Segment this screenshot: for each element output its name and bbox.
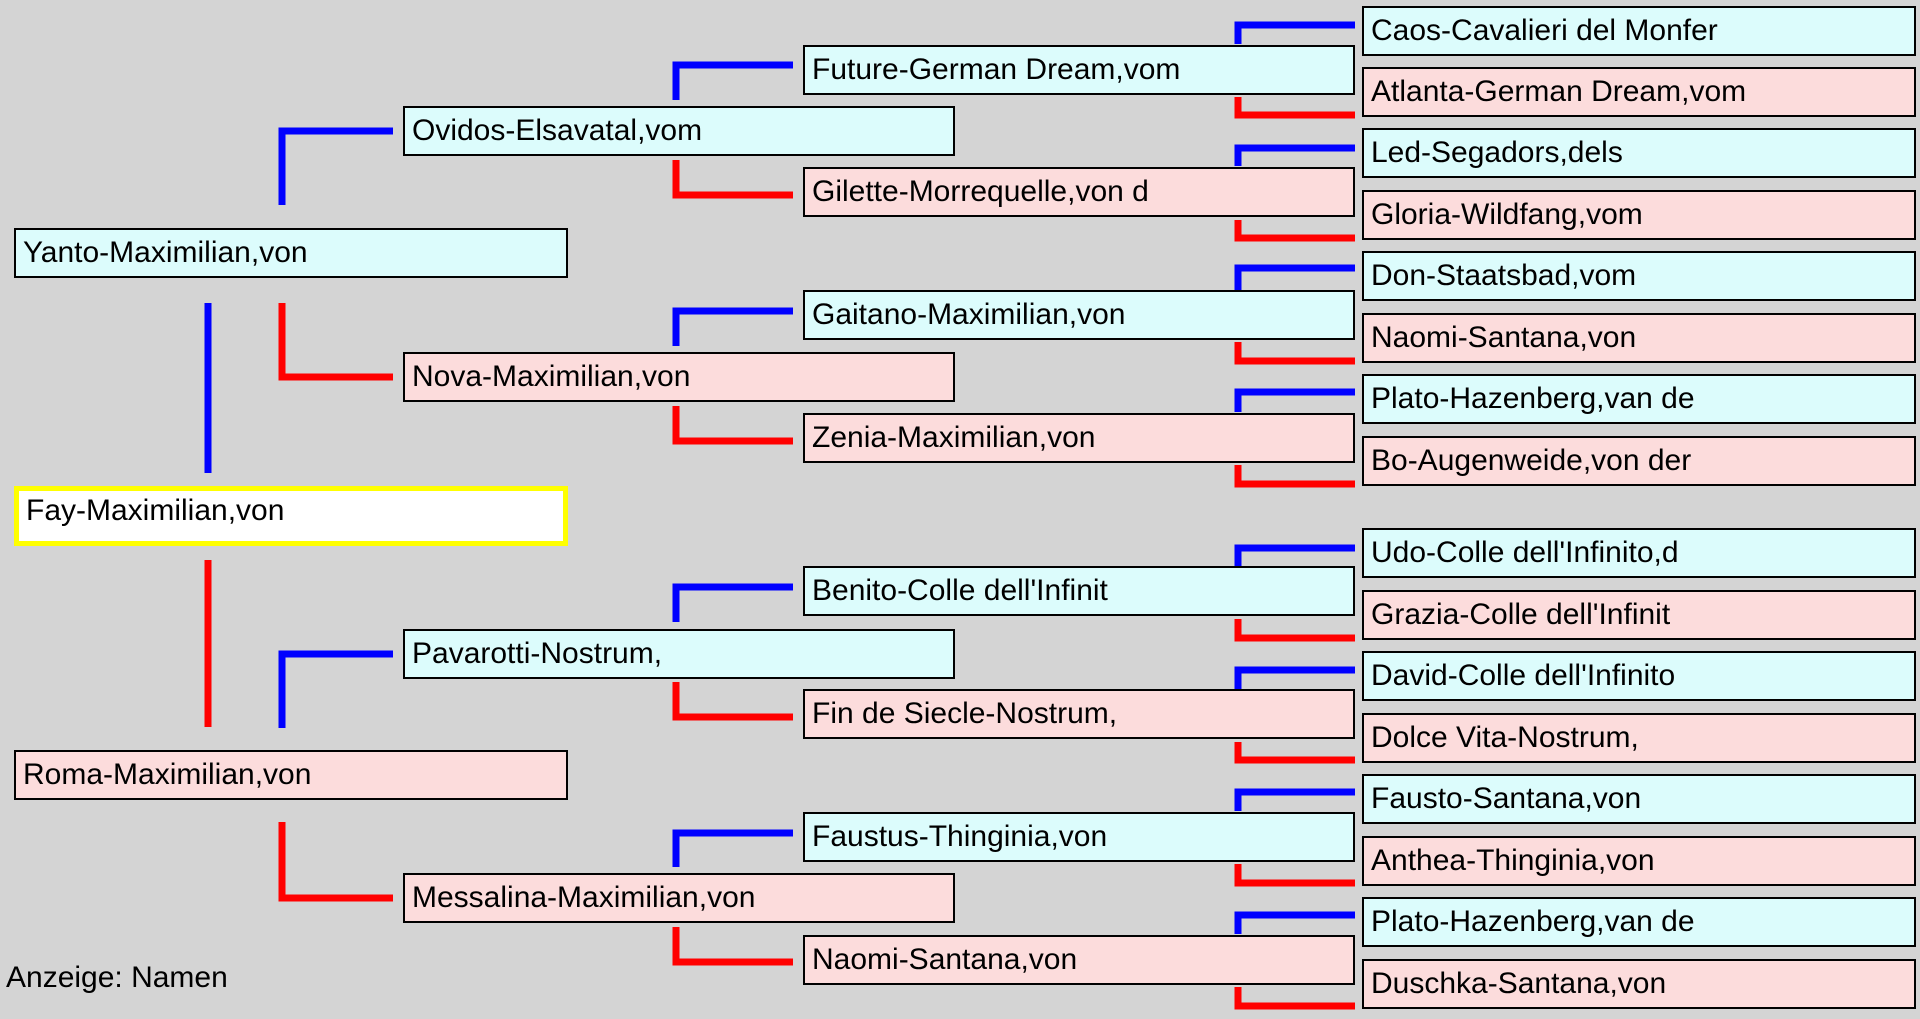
great-great-grandparent-box[interactable]: Caos-Cavalieri del Monfer xyxy=(1362,6,1916,56)
great-great-grandparent-box[interactable]: Naomi-Santana,von xyxy=(1362,313,1916,363)
connector-g3-8-dam xyxy=(1234,987,1355,1010)
connector-pavarotti-benito xyxy=(672,583,793,622)
grandparent-box[interactable]: Messalina-Maximilian,von xyxy=(403,873,955,923)
subject-dog-box[interactable]: Fay-Maximilian,von xyxy=(14,486,568,546)
great-great-grandparent-box[interactable]: Grazia-Colle dell'Infinit xyxy=(1362,590,1916,640)
connector-ovidos-gilette xyxy=(672,160,793,199)
great-grandparent-box[interactable]: Gaitano-Maximilian,von xyxy=(803,290,1355,340)
great-grandparent-box[interactable]: Naomi-Santana,von xyxy=(803,935,1355,985)
connector-yanto-nova xyxy=(278,303,393,381)
connector-yanto-ovidos xyxy=(278,127,393,205)
connector-roma-messalina xyxy=(278,822,393,902)
great-great-grandparent-box[interactable]: Gloria-Wildfang,vom xyxy=(1362,190,1916,240)
connector-g3-4-dam xyxy=(1234,465,1355,488)
dam-box[interactable]: Roma-Maximilian,von xyxy=(14,750,568,800)
grandparent-box[interactable]: Ovidos-Elsavatal,vom xyxy=(403,106,955,156)
great-grandparent-box[interactable]: Future-German Dream,vom xyxy=(803,45,1355,95)
great-great-grandparent-box[interactable]: David-Colle dell'Infinito xyxy=(1362,651,1916,701)
great-great-grandparent-box[interactable]: Anthea-Thinginia,von xyxy=(1362,836,1916,886)
connector-g3-2-sire xyxy=(1234,144,1355,166)
connector-g3-7-dam xyxy=(1234,864,1355,887)
connector-roma-pavarotti xyxy=(278,650,393,728)
connector-g3-8-sire xyxy=(1234,911,1355,934)
connector-g3-2-dam xyxy=(1234,220,1355,242)
great-great-grandparent-box[interactable]: Bo-Augenweide,von der xyxy=(1362,436,1916,486)
connector-nova-gaitano xyxy=(672,307,793,346)
great-great-grandparent-box[interactable]: Plato-Hazenberg,van de xyxy=(1362,897,1916,947)
connector-messalina-naomi xyxy=(672,927,793,966)
connector-g3-1-sire xyxy=(1234,21,1355,44)
connector-ovidos-future xyxy=(672,61,793,100)
connector-g3-6-sire xyxy=(1234,666,1355,689)
great-great-grandparent-box[interactable]: Atlanta-German Dream,vom xyxy=(1362,67,1916,117)
great-grandparent-box[interactable]: Fin de Siecle-Nostrum, xyxy=(803,689,1355,739)
connector-g3-6-dam xyxy=(1234,742,1355,764)
great-grandparent-box[interactable]: Benito-Colle dell'Infinit xyxy=(803,566,1355,616)
great-great-grandparent-box[interactable]: Led-Segadors,dels xyxy=(1362,128,1916,178)
great-great-grandparent-box[interactable]: Don-Staatsbad,vom xyxy=(1362,251,1916,301)
great-great-grandparent-box[interactable]: Fausto-Santana,von xyxy=(1362,774,1916,824)
great-great-grandparent-box[interactable]: Dolce Vita-Nostrum, xyxy=(1362,713,1916,763)
grandparent-box[interactable]: Nova-Maximilian,von xyxy=(403,352,955,402)
connector-g3-7-sire xyxy=(1234,788,1355,811)
connector-messalina-faustus xyxy=(672,829,793,867)
great-great-grandparent-box[interactable]: Udo-Colle dell'Infinito,d xyxy=(1362,528,1916,578)
connector-g3-5-sire xyxy=(1234,544,1355,566)
connector-nova-zenia xyxy=(672,406,793,445)
display-mode-label: Anzeige: Namen xyxy=(6,961,228,994)
great-great-grandparent-box[interactable]: Plato-Hazenberg,van de xyxy=(1362,374,1916,424)
connector-g3-1-dam xyxy=(1234,97,1355,119)
connector-g3-4-sire xyxy=(1234,388,1355,412)
great-great-grandparent-box[interactable]: Duschka-Santana,von xyxy=(1362,959,1916,1009)
grandparent-box[interactable]: Pavarotti-Nostrum, xyxy=(403,629,955,679)
connector-pavarotti-fin xyxy=(672,682,793,721)
sire-box[interactable]: Yanto-Maximilian,von xyxy=(14,228,568,278)
connector-g3-5-dam xyxy=(1234,619,1355,642)
great-grandparent-box[interactable]: Gilette-Morrequelle,von d xyxy=(803,167,1355,217)
connector-g3-3-sire xyxy=(1234,264,1355,290)
connector-g3-3-dam xyxy=(1234,342,1355,365)
great-grandparent-box[interactable]: Zenia-Maximilian,von xyxy=(803,413,1355,463)
great-grandparent-box[interactable]: Faustus-Thinginia,von xyxy=(803,812,1355,862)
